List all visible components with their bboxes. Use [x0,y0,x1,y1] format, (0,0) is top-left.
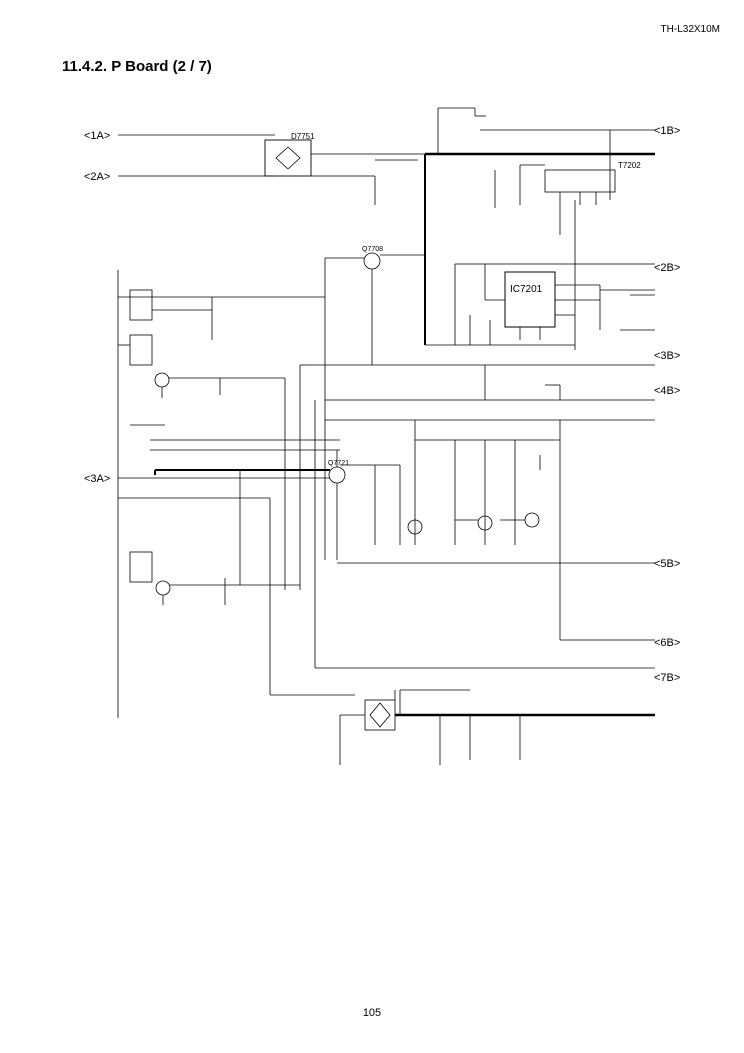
model-number: TH-L32X10M [660,24,720,35]
connector-1b: <1B> [654,125,680,137]
connector-3a: <3A> [84,473,110,485]
connector-3b: <3B> [654,350,680,362]
label-q7708: Q7708 [362,246,383,253]
connector-2b: <2B> [654,262,680,274]
connector-6b: <6B> [654,637,680,649]
connector-2a: <2A> [84,171,110,183]
connector-1a: <1A> [84,130,110,142]
connector-5b: <5B> [654,558,680,570]
label-d7751: D7751 [291,132,315,141]
label-ic7201: IC7201 [510,284,543,295]
label-t7202: T7202 [618,161,641,170]
connector-7b: <7B> [654,672,680,684]
page-number: 105 [362,1007,382,1019]
section-title: 11.4.2. P Board (2 / 7) [62,58,212,75]
label-q7721: Q7721 [328,460,349,467]
connector-4b: <4B> [654,385,680,397]
